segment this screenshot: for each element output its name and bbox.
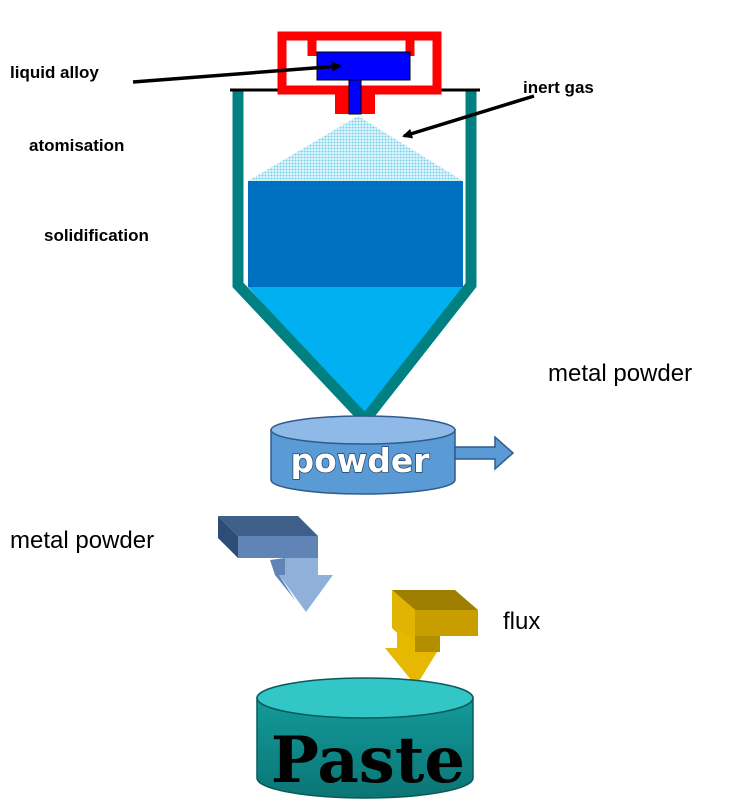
paste-container: Paste	[256, 677, 474, 799]
label-solidification: solidification	[44, 226, 149, 245]
atomisation-spray	[248, 116, 463, 181]
paste-drum-body	[256, 697, 474, 799]
label-inert-gas: inert gas	[523, 78, 594, 97]
tower-wall-left	[232, 90, 370, 424]
paste-drum-top	[256, 677, 474, 719]
metal-powder-arrow	[218, 516, 333, 612]
label-metal-powder-left: metal powder	[10, 527, 154, 554]
label-atomisation: atomisation	[29, 136, 124, 155]
powder-drum-body	[270, 429, 456, 495]
powder-cone	[248, 287, 463, 418]
flux-arrow	[385, 590, 478, 686]
powder-container-label: powder	[290, 441, 430, 480]
liquid-alloy-pointer	[132, 61, 342, 84]
tower-wall-right	[360, 90, 477, 424]
solidification-zone	[248, 181, 463, 287]
label-liquid-alloy: liquid alloy	[10, 63, 99, 82]
nozzle	[277, 31, 442, 115]
powder-outflow-arrow	[454, 435, 515, 471]
label-metal-powder-right: metal powder	[548, 360, 692, 387]
atomisation-tower	[230, 88, 480, 424]
inert-gas-pointer	[402, 94, 535, 139]
powder-drum-top	[270, 415, 456, 445]
label-flux: flux	[503, 608, 540, 635]
paste-container-label: Paste	[271, 723, 465, 798]
liquid-alloy-stream	[348, 79, 362, 115]
powder-container: powder	[270, 415, 515, 495]
